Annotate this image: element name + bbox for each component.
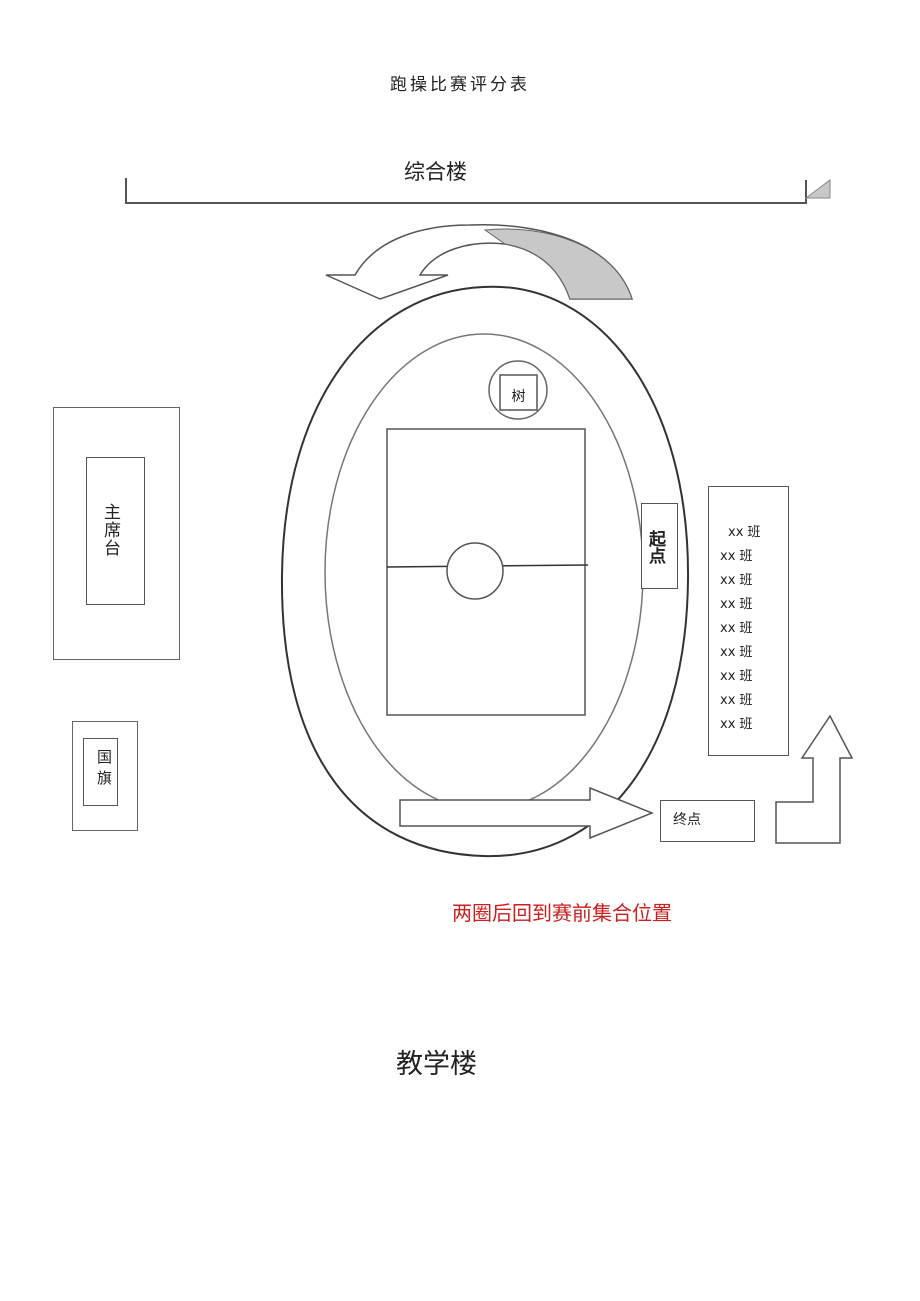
building-top-outline [125,178,807,204]
tree-label: 树 [511,389,526,405]
class-item: xx 班 [728,525,761,540]
exit-arrow [775,714,854,844]
track-outer [280,285,690,858]
class-item: xx 班 [720,693,753,708]
tree-circle [488,360,548,420]
class-item: xx 班 [720,573,753,588]
stage-area [53,407,180,660]
class-item: xx 班 [720,621,753,636]
stage-label: 主席台 [100,503,120,557]
page-title: 跑操比赛评分表 [390,75,530,95]
flag-area [72,721,138,831]
class-item: xx 班 [720,669,753,684]
building-top-corner [804,179,831,199]
return-note: 两圈后回到赛前集合位置 [452,901,672,925]
start-label: 起点 [641,503,678,589]
building-label-top: 综合楼 [404,160,467,184]
finish-label: 终点 [660,800,755,842]
class-item: xx 班 [720,597,753,612]
finish-arrow [399,786,655,840]
building-label-bottom: 教学楼 [396,1049,477,1080]
tree-box [499,374,538,411]
stage-box [86,457,145,605]
center-circle [446,542,504,600]
flag-box [83,738,118,806]
class-item: xx 班 [720,717,753,732]
return-arrow-shade [483,228,633,300]
flag-label: 国旗 [95,749,113,791]
class-item: xx 班 [720,645,753,660]
class-item: xx 班 [720,549,753,564]
class-list: xx 班 xx 班 xx 班 xx 班 xx 班 xx 班 xx 班 xx 班 … [708,486,789,756]
